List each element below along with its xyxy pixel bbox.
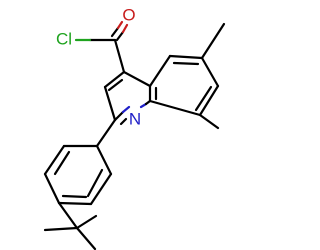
bond-c4-c3-inner	[107, 78, 124, 92]
bond-c2-n-blue	[121, 105, 131, 114]
bond-c-o-1-red	[121, 23, 129, 34]
bond-c2-phenyl	[95, 118, 117, 148]
bond-c2-n	[113, 110, 125, 122]
bond-c4a-c5	[148, 54, 172, 88]
bond-c8-c8a	[148, 99, 202, 117]
bond-c6-c7	[200, 56, 220, 88]
bond-ph-4	[43, 172, 61, 205]
bond-c5-c6	[168, 54, 204, 60]
bond-c-o-2-red	[116, 20, 124, 30]
bond-c-o-2	[110, 26, 120, 38]
chlorine-atom-label: Cl	[56, 29, 72, 48]
bond-ph-inner-3	[61, 194, 88, 199]
bond-ph-3	[57, 201, 93, 206]
nitrogen-atom-label: N	[129, 109, 141, 128]
bond-c4-c4a	[122, 70, 152, 88]
bond-c4-c3	[103, 70, 126, 89]
bond-ph-inner-1	[86, 168, 104, 198]
bond-c7-c8	[198, 84, 220, 117]
bond-tbutyl-ch3-3	[75, 214, 98, 230]
bond-ph-1	[95, 144, 113, 176]
bond-c7-c8-inner	[194, 85, 213, 112]
molecule-structure: O Cl N	[43, 5, 226, 250]
bond-c3-c2	[103, 85, 117, 122]
bond-c2-n-inner	[119, 117, 128, 126]
bond-ph-inner-2	[53, 150, 71, 176]
bond-tbutyl-ch3-1	[43, 226, 79, 232]
bond-tbutyl-ch3-2	[75, 226, 97, 250]
bond-c6-methyl	[200, 22, 226, 60]
bond-ph-tbutyl	[57, 201, 79, 230]
oxygen-atom-label: O	[122, 5, 135, 24]
bond-c-ring	[113, 38, 126, 74]
bond-c-o-1	[115, 30, 125, 42]
bond-c5-c6-inner	[172, 61, 200, 66]
bond-ph-5	[43, 144, 66, 176]
bond-c8-methyl	[198, 113, 220, 130]
bond-ph-2	[89, 172, 113, 206]
